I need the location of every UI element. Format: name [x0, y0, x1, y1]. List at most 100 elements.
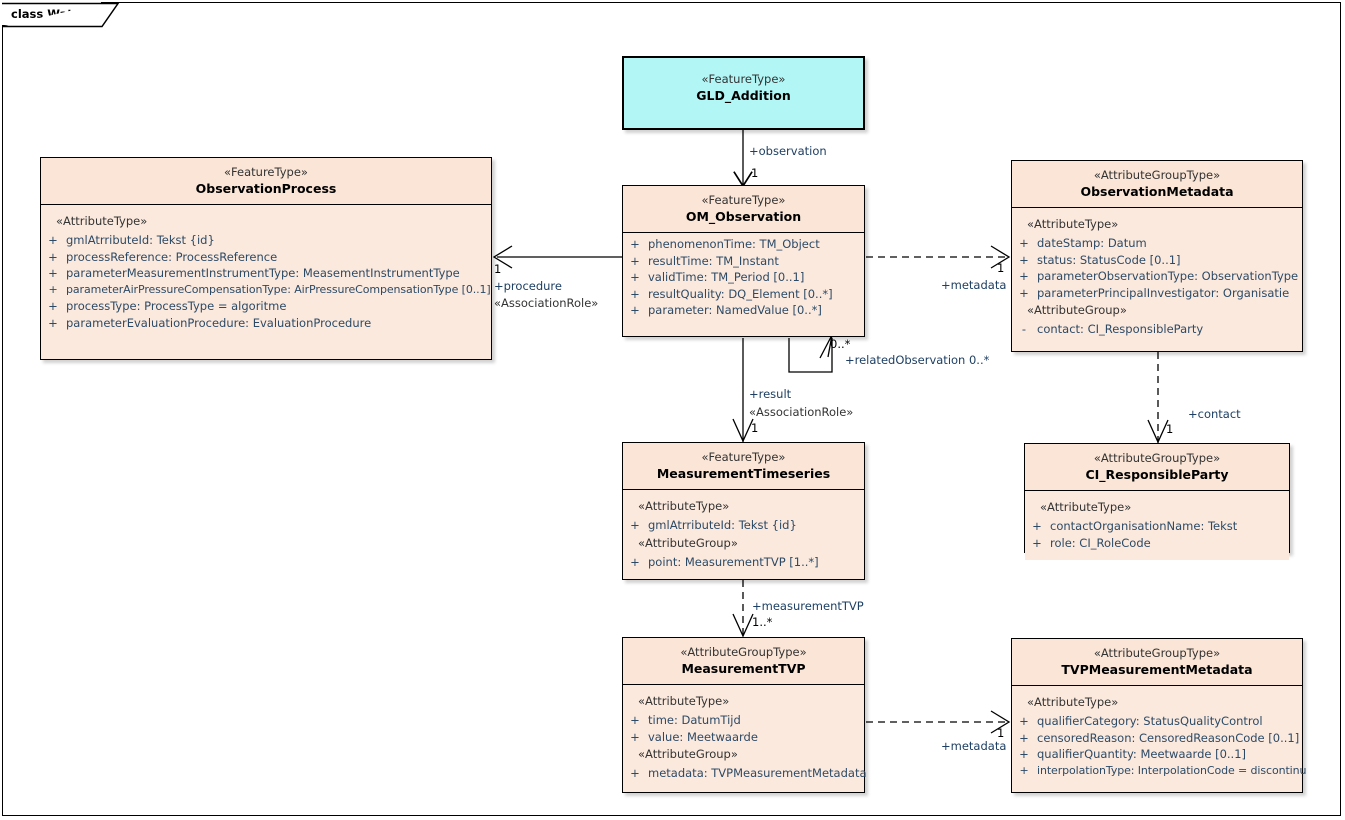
attribute-text: censoredReason: CensoredReasonCode [0..1… [1037, 730, 1300, 745]
class-stereotype: «AttributeGroupType» [1093, 168, 1221, 182]
attribute-group-label: «AttributeType» [638, 694, 730, 708]
attribute-row: + gmlAtrributeId: Tekst {id} [625, 517, 862, 534]
class-measurement-tvp[interactable]: «AttributeGroupType» MeasurementTVP «Att… [622, 637, 867, 793]
visibility: + [1019, 285, 1029, 300]
visibility: + [1019, 747, 1029, 761]
attribute-row: +censoredReason: CensoredReasonCode [0..… [1014, 730, 1300, 747]
attribute-text: parameterAirPressureCompensationType: Ai… [66, 282, 491, 296]
attribute-text: phenomenonTime: TM_Object [648, 237, 820, 251]
connector-label-observation-metadata-mult: 1 [997, 261, 1005, 275]
connector-label-related-observation-mult: 0..* [830, 337, 851, 351]
diagram-frame-tab: class WaterML [2, 2, 105, 26]
class-attributes: «AttributeType» +qualifierCategory: Stat… [1012, 686, 1306, 788]
attribute-row: + point: MeasurementTVP [1..*] [625, 554, 862, 571]
visibility: + [630, 253, 640, 268]
class-attributes: «AttributeType» +time: DatumTijd +value:… [623, 685, 867, 791]
visibility: + [630, 303, 640, 317]
attribute-text: gmlAtrributeId: Tekst {id} [648, 518, 797, 532]
class-name: MeasurementTimeseries [656, 466, 831, 481]
connector-label-result-stereotype: «AssociationRole» [749, 405, 854, 419]
visibility: + [630, 554, 640, 569]
class-ci-responsible-party[interactable]: «AttributeGroupType» CI_ResponsibleParty… [1024, 443, 1290, 560]
connector-label-contact-mult: 1 [1166, 422, 1174, 436]
attribute-row: + processType: ProcessType = algoritme [43, 298, 489, 315]
class-attributes: «AttributeType» +contactOrganisationName… [1025, 491, 1289, 560]
attribute-row: +gmlAtrributeId: Tekst {id} [43, 232, 489, 249]
attribute-text: processType: ProcessType = algoritme [66, 299, 287, 313]
class-attributes: «AttributeType» +gmlAtrributeId: Tekst {… [41, 205, 491, 340]
attribute-row: +value: Meetwaarde [625, 729, 862, 746]
visibility: + [48, 299, 58, 313]
attribute-row: + dateStamp: Datum [1014, 235, 1300, 252]
connector-label-procedure-role: +procedure [494, 279, 562, 293]
connector-label-result-role: +result [749, 387, 792, 401]
attribute-text: parameterMeasurementInstrumentType: Meas… [66, 266, 460, 280]
connector-label-related-observation-role: +relatedObservation 0..* [845, 353, 990, 367]
attribute-text: dateStamp: Datum [1037, 236, 1147, 250]
attribute-text: parameterObservationType: ObservationTyp… [1037, 269, 1299, 283]
attribute-text: parameter: NamedValue [0..*] [648, 303, 822, 317]
attribute-row: +parameterEvaluationProcedure: Evaluatio… [43, 315, 489, 332]
class-name: MeasurementTVP [681, 661, 806, 676]
class-attributes: +phenomenonTime: TM_Object +resultTime: … [623, 233, 864, 328]
class-stereotype: «FeatureType» [701, 450, 786, 464]
class-header: «FeatureType» ObservationProcess [41, 158, 491, 205]
attribute-row: + parameter: NamedValue [0..*] [625, 302, 862, 319]
attribute-text: role: CI_RoleCode [1050, 535, 1151, 550]
visibility: + [1019, 269, 1029, 283]
attribute-text: interpolationType: InterpolationCode = d… [1037, 763, 1307, 777]
attribute-row: +parameterAirPressureCompensationType: A… [43, 282, 491, 299]
class-gld-addition[interactable]: «FeatureType» GLD_Addition [622, 56, 865, 130]
attribute-text: metadata: TVPMeasurementMetadata [648, 766, 867, 780]
class-attributes: «AttributeType» +gmlAtrributeId: Tekst {… [623, 490, 864, 579]
attribute-row: +time: DatumTijd [625, 712, 862, 729]
visibility: + [630, 518, 640, 532]
attribute-row: +role: CI_RoleCode [1027, 535, 1287, 552]
class-om-observation[interactable]: «FeatureType» OM_Observation +phenomenon… [622, 185, 865, 337]
visibility: + [48, 233, 58, 247]
class-observation-metadata[interactable]: «AttributeGroupType» ObservationMetadata… [1011, 160, 1303, 352]
attribute-row: +parameterMeasurementInstrumentType: Mea… [43, 265, 489, 282]
attribute-row: +interpolationType: InterpolationCode = … [1014, 763, 1306, 780]
attribute-row: +qualifierQuantity: Meetwaarde [0..1] [1014, 746, 1300, 763]
class-header: «FeatureType» GLD_Addition [624, 58, 863, 111]
connector-label-procedure-stereotype: «AssociationRole» [494, 296, 599, 310]
attribute-text: point: MeasurementTVP [1..*] [648, 554, 819, 569]
attribute-group-label: «AttributeType» [1040, 500, 1132, 514]
class-header: «AttributeGroupType» CI_ResponsibleParty [1025, 444, 1289, 491]
attribute-group-label: «AttributeGroup» [638, 747, 738, 761]
attribute-group-label: «AttributeType» [1027, 217, 1119, 231]
visibility: - [1021, 322, 1027, 336]
class-header: «AttributeGroupType» TVPMeasurementMetad… [1012, 639, 1302, 686]
class-name: ObservationProcess [195, 181, 337, 196]
attribute-text: value: Meetwaarde [648, 729, 758, 744]
attribute-row: + parameterPrincipalInvestigator: Organis… [1014, 285, 1300, 302]
attribute-group-label: «AttributeType» [56, 214, 148, 228]
connector-label-tvp-metadata-mult: 1 [997, 726, 1005, 740]
attribute-row: + resultTime: TM_Instant [625, 253, 862, 270]
class-tvp-measurement-metadata[interactable]: «AttributeGroupType» TVPMeasurementMetad… [1011, 638, 1306, 793]
attribute-text: time: DatumTijd [648, 713, 741, 727]
attribute-text: status: StatusCode [0..1] [1037, 252, 1181, 267]
class-observation-process[interactable]: «FeatureType» ObservationProcess «Attrib… [40, 157, 492, 360]
class-attributes: «AttributeType» + dateStamp: Datum + statu… [1012, 208, 1302, 347]
class-name: TVPMeasurementMetadata [1061, 662, 1253, 677]
class-measurement-timeseries[interactable]: «FeatureType» MeasurementTimeseries «Att… [622, 442, 865, 580]
visibility: + [48, 249, 58, 264]
attribute-row: + metadata: TVPMeasurementMetadata [625, 765, 866, 782]
attribute-text: resultTime: TM_Instant [648, 253, 779, 268]
visibility: + [630, 766, 640, 780]
class-stereotype: «AttributeGroupType» [1093, 451, 1221, 465]
connector-label-observation-role: +observation [749, 144, 827, 158]
attribute-text: resultQuality: DQ_Element [0..*] [648, 286, 833, 301]
class-name: CI_ResponsibleParty [1085, 467, 1229, 482]
visibility: + [1019, 236, 1029, 250]
connector-label-result-mult: 1 [751, 421, 759, 435]
connector-label-tvp-metadata-role: +metadata [941, 739, 1007, 753]
class-header: «AttributeGroupType» MeasurementTVP [623, 638, 864, 685]
attribute-text: parameterPrincipalInvestigator: Organisa… [1037, 285, 1290, 300]
attribute-row: +contactOrganisationName: Tekst [1027, 518, 1287, 535]
attribute-row: +phenomenonTime: TM_Object [625, 236, 862, 253]
class-name: GLD_Addition [696, 88, 791, 103]
